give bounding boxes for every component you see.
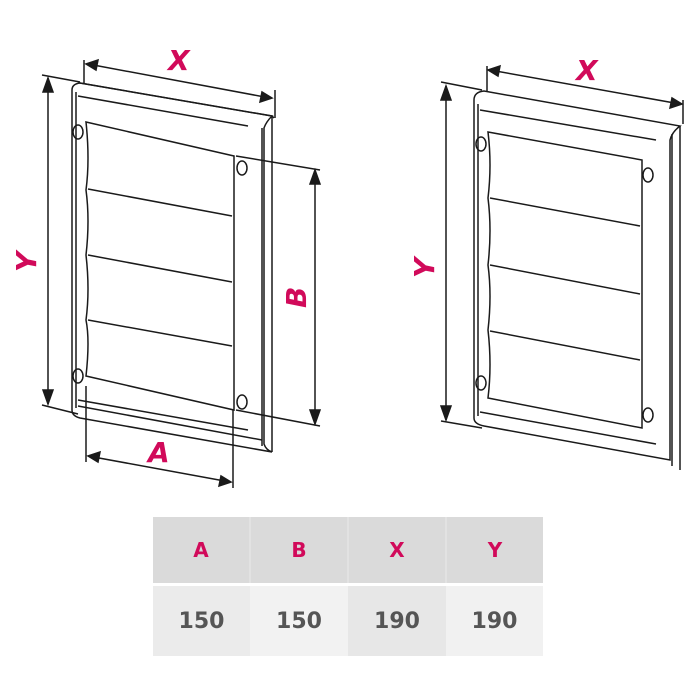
label-x-left: X [166, 44, 191, 77]
value-y: 190 [446, 584, 543, 656]
label-y-left: Y [10, 249, 43, 272]
screw-hole-icon [236, 394, 248, 410]
label-a: A [146, 436, 170, 469]
header-y: Y [445, 517, 543, 585]
header-b: B [249, 517, 348, 585]
screw-hole-icon [642, 407, 654, 423]
grille-drawings: X Y B A X Y [10, 44, 684, 488]
left-grille [41, 58, 322, 488]
dimensions-header-row: A B X Y [153, 517, 543, 585]
screw-hole-icon [475, 136, 487, 152]
dimensions-value-row: 150 150 190 190 [153, 584, 543, 656]
dimensions-table: A B X Y 150 150 190 190 [153, 517, 543, 656]
header-x: X [347, 517, 446, 585]
right-grille [439, 64, 684, 470]
label-x-right: X [574, 54, 599, 87]
label-b: B [280, 287, 313, 308]
label-y-right: Y [408, 255, 441, 278]
screw-hole-icon [642, 167, 654, 183]
screw-hole-icon [72, 368, 84, 384]
screw-hole-icon [236, 160, 248, 176]
screw-hole-icon [475, 375, 487, 391]
header-a: A [153, 517, 250, 585]
screw-hole-icon [72, 124, 84, 140]
value-a: 150 [153, 584, 250, 656]
value-x: 190 [348, 584, 446, 656]
value-b: 150 [250, 584, 348, 656]
